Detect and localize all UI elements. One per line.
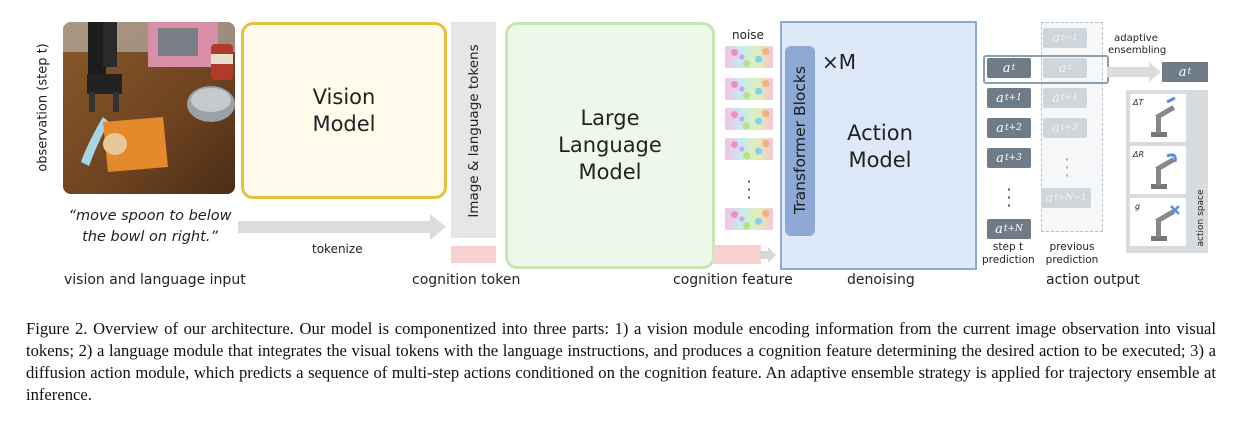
delta-r-label: ΔR	[1133, 150, 1145, 159]
noise-patch	[725, 108, 773, 130]
noise-patch	[725, 46, 773, 68]
robot-arm-icon	[1151, 153, 1177, 189]
ensemble-arrow	[1107, 62, 1161, 82]
ensemble-highlight	[983, 55, 1109, 84]
noise-patch	[725, 208, 773, 230]
instruction-text: “move spoon to below the bowl on right.”	[68, 208, 232, 245]
previous-prediction-label: previous prediction	[1045, 241, 1099, 266]
noise-patch	[725, 78, 773, 100]
robot-arm-icon	[1151, 205, 1180, 241]
observation-label: observation (step t)	[35, 43, 51, 172]
action-output-label: action output	[1046, 272, 1140, 288]
delta-t-label: ΔT	[1133, 98, 1144, 107]
robot-scene-illustration	[63, 22, 235, 194]
noise-label: noise	[732, 28, 764, 42]
robot-arm-icon	[1151, 96, 1176, 137]
noise-patch	[725, 138, 773, 160]
vision-model-box: Vision Model	[241, 22, 447, 199]
ellipsis: ···	[1006, 180, 1012, 215]
llm-box: Large Language Model	[505, 22, 715, 269]
llm-label: Large Language Model	[558, 106, 662, 184]
denoising-label: denoising	[847, 272, 915, 288]
observation-image	[63, 22, 235, 194]
tokenize-label: tokenize	[312, 242, 363, 256]
vision-model-label: Vision Model	[312, 84, 376, 136]
action-space-label: action space	[1196, 189, 1206, 247]
tokens-label: Image & language tokens	[466, 44, 482, 218]
action-model-label: Action Model	[847, 121, 913, 172]
cognition-feature	[713, 245, 761, 264]
adaptive-ensembling-label: adaptive ensembling	[1108, 33, 1167, 56]
times-m-label: ×M	[822, 50, 857, 74]
cognition-token	[451, 246, 496, 263]
image-language-tokens-column	[451, 22, 496, 238]
feature-arrow	[760, 247, 776, 263]
transformer-label: Transformer Blocks	[791, 66, 809, 214]
vision-language-input-label: vision and language input	[64, 272, 246, 288]
step-prediction-label: step t prediction	[982, 241, 1035, 266]
tokenize-arrow	[238, 214, 446, 240]
figure-caption: Figure 2. Overview of our architecture. …	[26, 319, 1216, 404]
transformer-blocks	[785, 46, 815, 236]
g-label: g	[1135, 202, 1141, 211]
cognition-feature-label: cognition feature	[673, 272, 793, 288]
ellipsis: ···	[1064, 150, 1070, 185]
cognition-token-label: cognition token	[412, 272, 521, 288]
ellipsis: ···	[746, 172, 752, 207]
